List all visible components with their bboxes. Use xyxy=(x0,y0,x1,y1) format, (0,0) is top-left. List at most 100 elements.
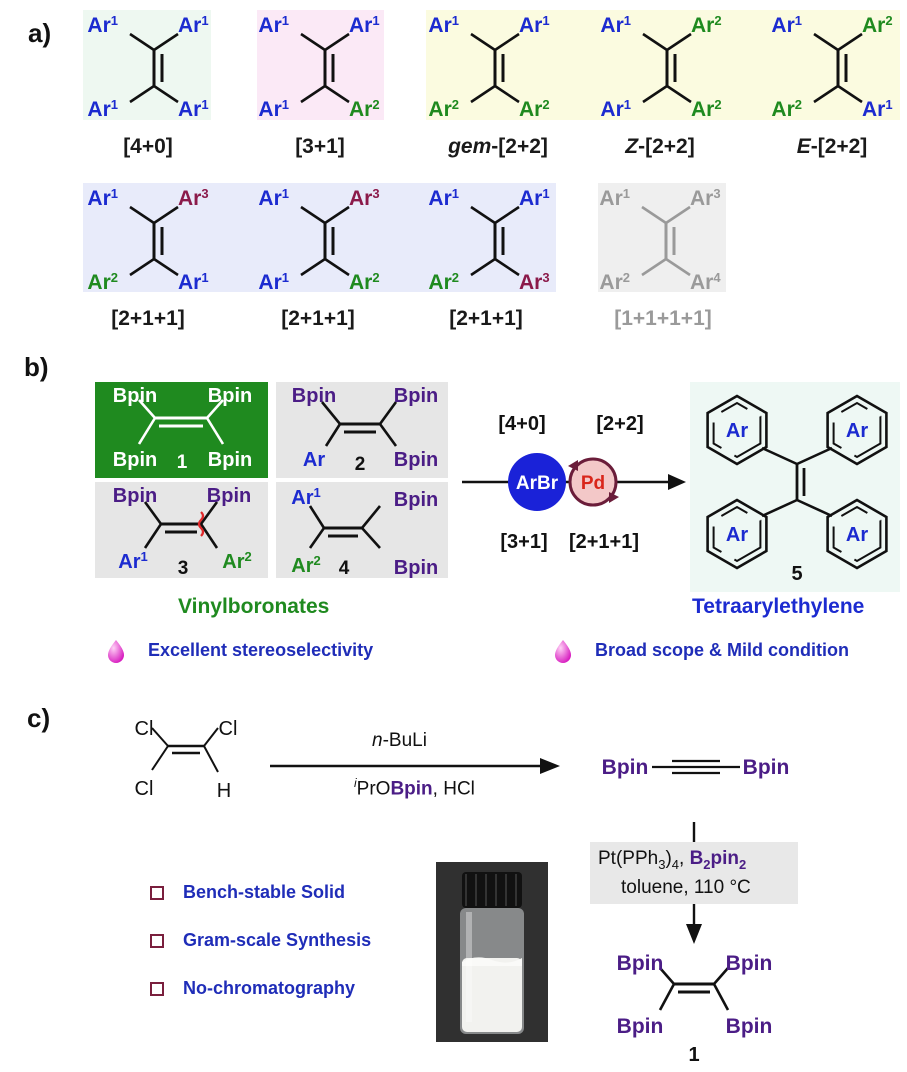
bpin-label: Bpin xyxy=(394,385,438,407)
alkyne-bpin-left: Bpin xyxy=(602,756,649,779)
bond xyxy=(659,967,675,985)
bond xyxy=(324,32,350,52)
substituent-label: Ar2 xyxy=(349,97,380,122)
bond xyxy=(837,84,863,104)
pd-arrow-1 xyxy=(568,460,578,471)
alkyne-bpin-right: Bpin xyxy=(743,756,790,779)
substituent-label: Ar4 xyxy=(690,270,721,295)
label-bottom-3-1: [3+1] xyxy=(500,531,547,553)
drop-icon-2 xyxy=(553,638,573,669)
bond xyxy=(143,501,163,525)
substituent-label: Ar1 xyxy=(258,97,289,122)
bond xyxy=(129,257,155,277)
tint-4-0 xyxy=(83,10,211,120)
bond xyxy=(143,523,163,549)
bond xyxy=(138,399,156,419)
bond xyxy=(665,205,691,225)
reagent-nbuli: n-BuLi xyxy=(372,730,427,751)
substituent-label: Ar1 xyxy=(600,13,631,38)
label-4-0: [4+0] xyxy=(123,135,173,158)
h-label: H xyxy=(217,780,231,802)
bond xyxy=(712,983,730,1011)
feature-scope: Broad scope & Mild condition xyxy=(595,640,850,660)
ar-label: Ar1 xyxy=(118,549,147,574)
substituent-label: Ar2 xyxy=(771,97,802,122)
bond xyxy=(300,84,326,104)
condition-solvent: toluene, 110 °C xyxy=(621,877,751,898)
bond xyxy=(129,205,155,225)
bond xyxy=(378,401,398,425)
substituent-label: Ar1 xyxy=(599,186,630,211)
substituent-label: Ar1 xyxy=(428,13,459,38)
compound-number: 3 xyxy=(178,558,189,579)
compound-1-box xyxy=(95,382,268,478)
bond xyxy=(199,501,219,525)
bond xyxy=(796,498,833,518)
bond xyxy=(470,84,496,104)
benzene-inner xyxy=(712,401,762,459)
feature-stereoselectivity: Excellent stereoselectivity xyxy=(148,640,374,660)
tint-1-1-1-1 xyxy=(598,183,726,292)
label-gem-2-2: gem-[2+2] xyxy=(448,135,548,158)
bond xyxy=(153,205,179,225)
substituent-label: Ar3 xyxy=(349,186,380,211)
bond xyxy=(641,257,667,277)
benzene-inner xyxy=(832,401,882,459)
benzene-inner xyxy=(712,505,762,563)
substituent-label: Ar1 xyxy=(519,186,550,211)
panel-label-b: b) xyxy=(24,352,49,382)
cl-label: Cl xyxy=(135,718,154,740)
arbr-label: ArBr xyxy=(516,473,559,494)
checklist-item-3: No-chromatography xyxy=(183,978,356,998)
label-top-2-2: [2+2] xyxy=(596,413,643,435)
ring-label: Ar xyxy=(726,420,748,442)
compound-number: 4 xyxy=(339,558,350,579)
ar-label: Ar1 xyxy=(291,485,320,510)
substituent-label: Ar2 xyxy=(691,13,722,38)
substituent-label: Ar1 xyxy=(178,13,209,38)
bond xyxy=(137,417,157,445)
bond xyxy=(361,527,381,549)
substituent-label: Ar2 xyxy=(87,270,118,295)
checkbox-2 xyxy=(150,934,164,948)
ring-label: Ar xyxy=(726,524,748,546)
bond xyxy=(470,32,496,52)
product-number: 5 xyxy=(791,563,802,585)
label-2-1-1-b: [2+1+1] xyxy=(281,307,355,330)
compound-number: 2 xyxy=(355,454,366,475)
tint-3-1 xyxy=(257,10,384,120)
substituent-label: Ar1 xyxy=(87,97,118,122)
cl-label: Cl xyxy=(219,718,238,740)
bond xyxy=(360,505,382,529)
conditions-box xyxy=(590,842,798,904)
arbr-circle xyxy=(508,453,566,511)
substituent-label: Ar2 xyxy=(428,97,459,122)
bond xyxy=(324,423,342,447)
substituent-label: Ar2 xyxy=(428,270,459,295)
bpin-label: Bpin xyxy=(113,449,157,471)
compound-2-box xyxy=(276,382,448,478)
label-top-4-0: [4+0] xyxy=(498,413,545,435)
bpin-label: Bpin xyxy=(726,952,773,975)
bond xyxy=(199,523,219,549)
bond xyxy=(813,32,839,52)
label-bottom-2-1-1: [2+1+1] xyxy=(569,531,639,553)
tetraarylethylene-title: Tetraarylethylene xyxy=(692,595,865,618)
bond xyxy=(153,32,179,52)
label-2-1-1-c: [2+1+1] xyxy=(449,307,523,330)
bond xyxy=(470,257,496,277)
ar-label: Ar2 xyxy=(222,549,251,574)
label-e-2-2: E-[2+2] xyxy=(796,135,868,158)
bond xyxy=(308,527,326,549)
